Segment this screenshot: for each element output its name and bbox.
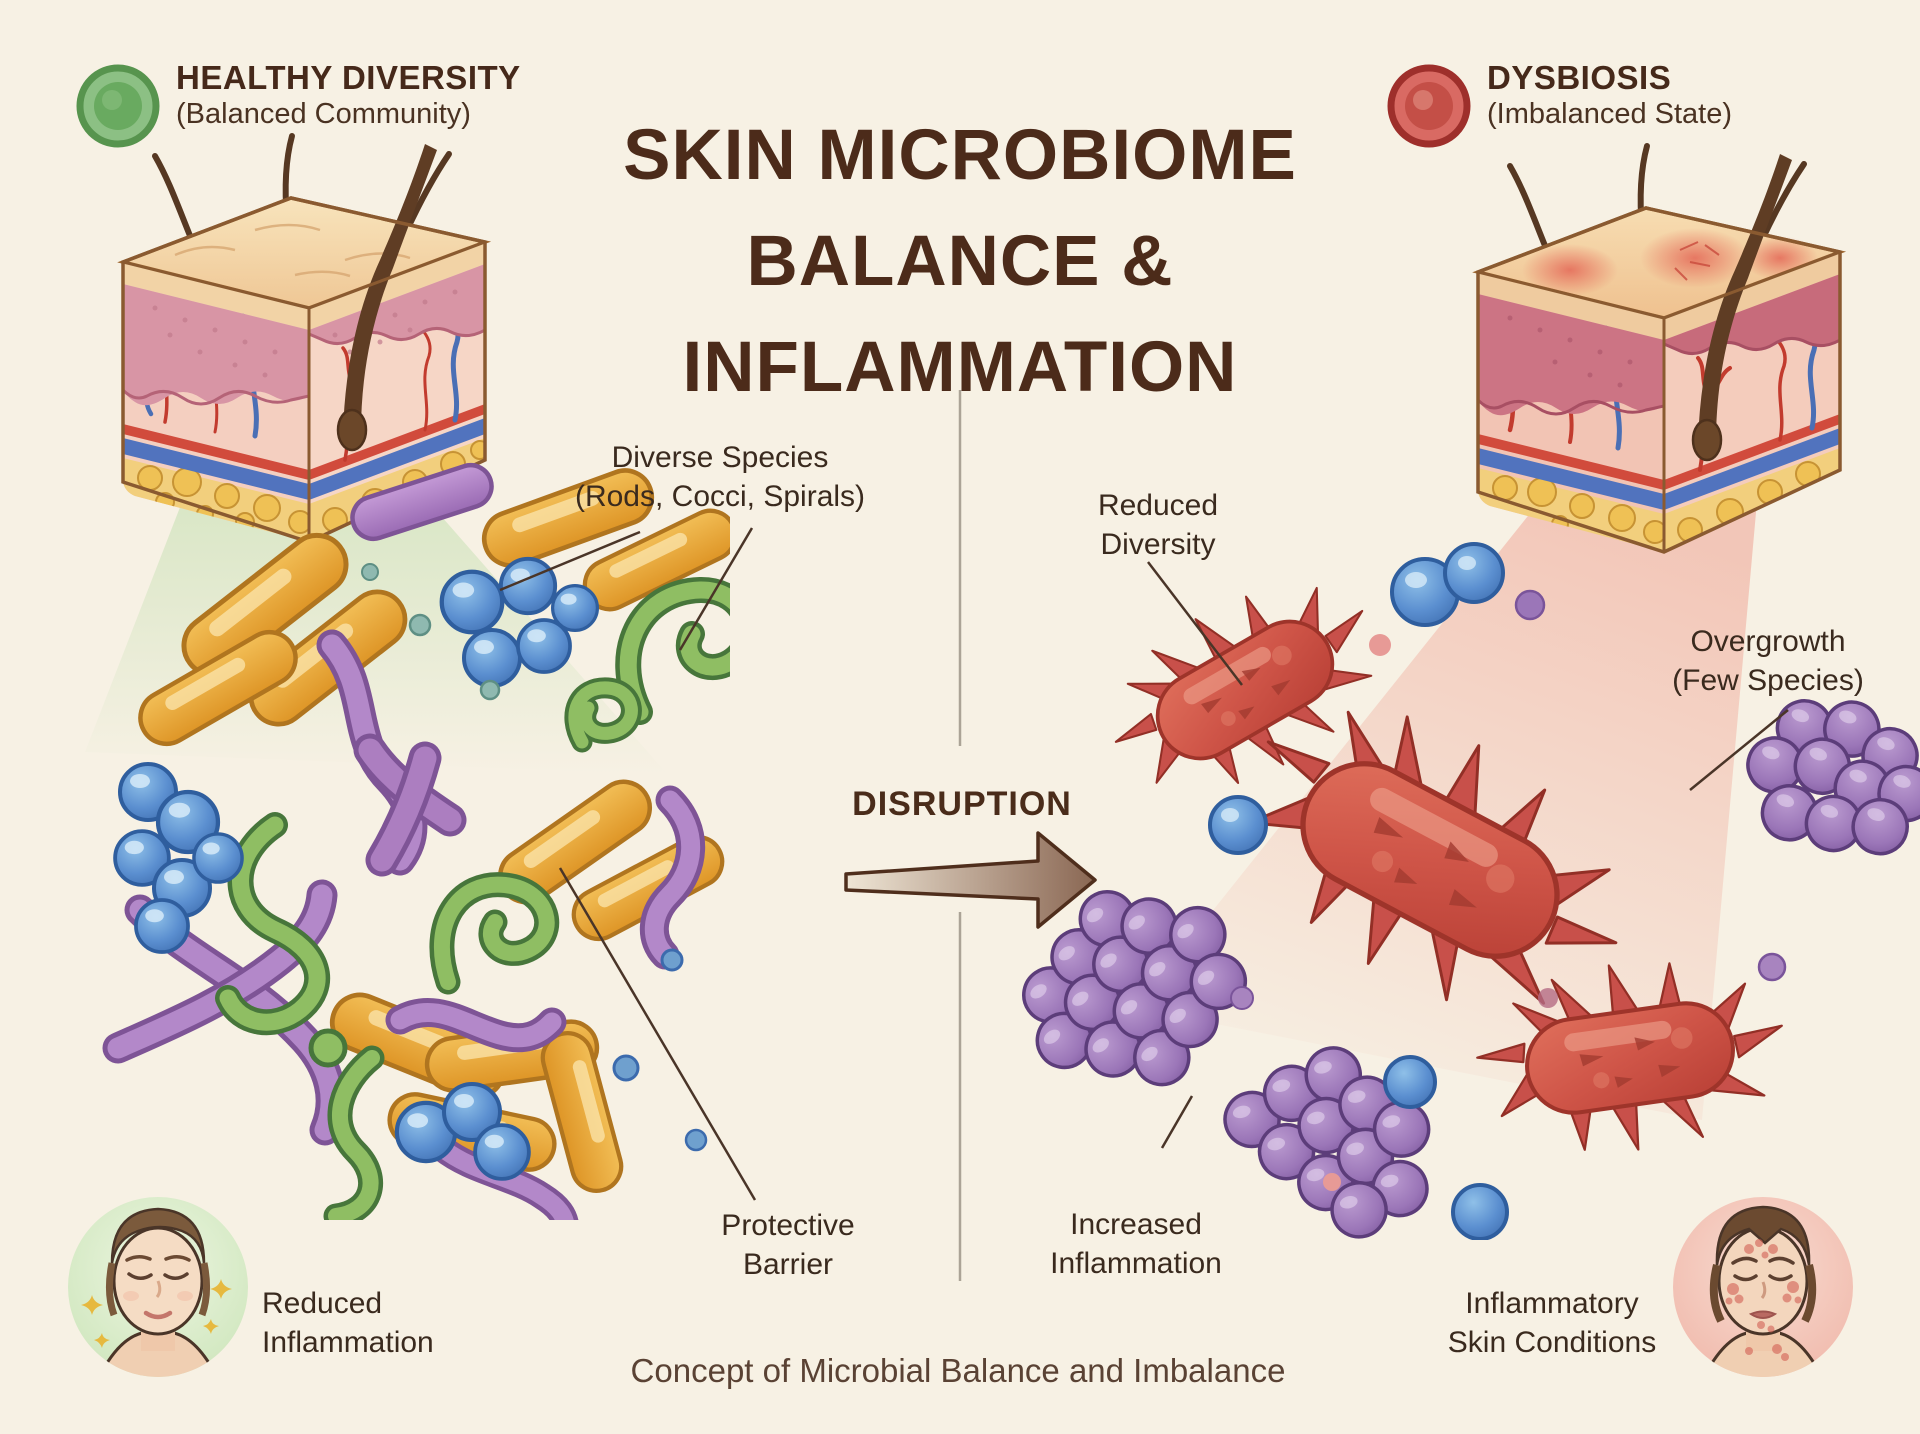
healthy-diversity-heading: HEALTHY DIVERSITY (Balanced Community): [176, 60, 521, 132]
sparkle-icon: [81, 1279, 232, 1348]
dysbiosis-microbiome-illustration: [1011, 542, 1920, 1240]
blue-cocci: [1208, 542, 1509, 1240]
artery-band: [123, 424, 309, 480]
increased-inflammation-line2: Inflammation: [1050, 1247, 1222, 1280]
diverse-species-label: Diverse Species (Rods, Cocci, Spirals): [575, 438, 865, 516]
reduced-inflammation-line2: Inflammation: [262, 1326, 434, 1359]
green-circle-icon: [76, 64, 160, 148]
increased-inflammation-line1: Increased: [1070, 1208, 1202, 1241]
protective-barrier-label: Protective Barrier: [721, 1206, 854, 1284]
inflamed-skin-block: [1472, 143, 1847, 554]
inflammatory-skin-line2: Skin Conditions: [1447, 1326, 1657, 1359]
skin-surface-creases: [174, 223, 411, 278]
healthy-diversity-label: HEALTHY DIVERSITY: [176, 59, 521, 96]
protective-barrier-line2: Barrier: [742, 1248, 834, 1281]
calm-face-icon: [68, 1197, 248, 1377]
skin-front-face: [1478, 272, 1664, 552]
inflammatory-skin-label: Inflammatory Skin Conditions: [1448, 1284, 1656, 1362]
reduced-inflammation-line1: Reduced: [262, 1287, 383, 1320]
protective-barrier-line1: Protective: [721, 1209, 855, 1242]
overgrowth-line1: Overgrowth: [1690, 625, 1846, 658]
reduced-diversity-line2: Diversity: [1100, 528, 1216, 561]
title-line-2: BALANCE &: [746, 222, 1174, 301]
dysbiosis-heading: DYSBIOSIS (Imbalanced State): [1487, 60, 1732, 132]
disruption-label: DISRUPTION: [852, 785, 1072, 823]
inflamed-spots: [1725, 1239, 1802, 1361]
blue-cocci-cluster: [442, 556, 600, 688]
dysbiosis-sublabel: (Imbalanced State): [1487, 98, 1733, 130]
red-circle-icon: [1387, 64, 1471, 148]
epidermis-layer: [123, 284, 309, 406]
footer-caption: Concept of Microbial Balance and Imbalan…: [630, 1352, 1286, 1389]
dysbiosis-label: DYSBIOSIS: [1487, 59, 1672, 96]
healthy-diversity-sublabel: (Balanced Community): [176, 98, 471, 130]
title-line-3: INFLAMMATION: [682, 328, 1238, 407]
green-spiral-bacteria: [215, 576, 730, 1220]
distressed-face-icon: [1673, 1197, 1853, 1377]
page-title: SKIN MICROBIOME BALANCE & INFLAMMATION: [623, 103, 1297, 421]
diverse-species-line2: (Rods, Cocci, Spirals): [574, 480, 866, 513]
healthy-microbiome-illustration: [102, 440, 730, 1220]
diverse-species-line1: Diverse Species: [611, 441, 829, 474]
hair-follicle: [1691, 154, 1792, 462]
healthy-skin-block: [117, 133, 492, 544]
inflamed-patches: [1522, 228, 1818, 296]
small-microbe-dots: [1230, 589, 1787, 1191]
overgrowth-line2: (Few Species): [1672, 664, 1864, 697]
skin-front-face: [123, 262, 309, 542]
yellow-rod-bacteria: [131, 463, 730, 1196]
skin-side-face: [309, 242, 485, 542]
skin-block-outline: [1476, 206, 1842, 554]
reduced-diversity-line1: Reduced: [1097, 489, 1219, 522]
skin-block-outline: [121, 196, 487, 544]
purple-cocci-cluster: [1738, 691, 1920, 864]
hair-follicle: [336, 144, 437, 452]
title-line-1: SKIN MICROBIOME: [623, 116, 1297, 195]
overgrowth-label: Overgrowth (Few Species): [1672, 622, 1864, 700]
reduced-inflammation-label: Reduced Inflammation: [262, 1284, 434, 1362]
increased-inflammation-label: Increased Inflammation: [1050, 1205, 1222, 1283]
epidermis-layer: [1478, 294, 1664, 416]
inflammatory-skin-line1: Inflammatory: [1465, 1287, 1639, 1320]
reduced-diversity-label: Reduced Diversity: [1098, 486, 1218, 564]
vein-band: [123, 438, 309, 500]
